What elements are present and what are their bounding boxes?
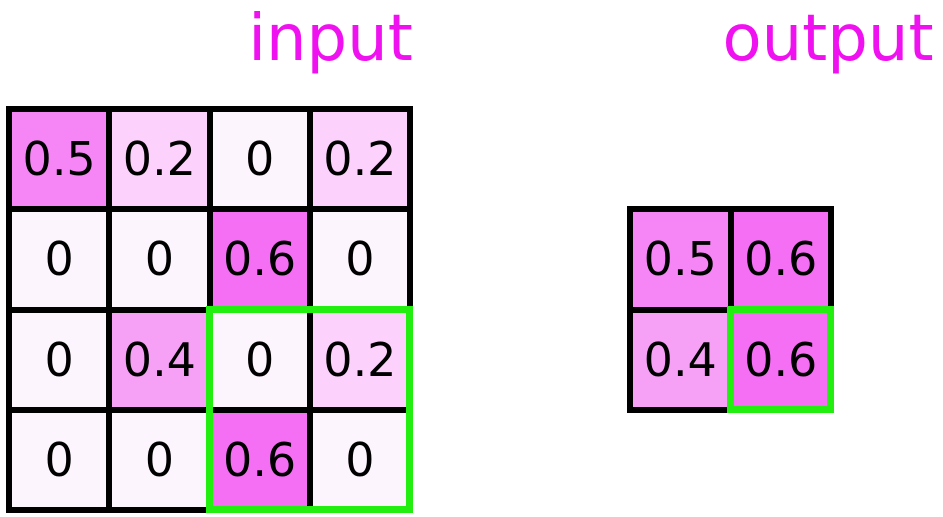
output-cell-r2c2: 0.6 <box>733 312 828 407</box>
input-title: input <box>248 2 413 76</box>
input-cell-r4c2: 0 <box>112 412 207 507</box>
input-cell-r3c4: 0.2 <box>312 312 407 407</box>
output-matrix: 0.5 0.6 0.4 0.6 <box>627 206 834 413</box>
input-cell-r4c4: 0 <box>312 412 407 507</box>
input-cell-r4c3: 0.6 <box>212 412 307 507</box>
input-cell-r3c1: 0 <box>12 312 107 407</box>
input-cell-r3c2: 0.4 <box>112 312 207 407</box>
output-cell-r1c1: 0.5 <box>633 212 728 307</box>
input-cell-r1c2: 0.2 <box>112 112 207 207</box>
input-cell-r2c2: 0 <box>112 212 207 307</box>
input-cell-r1c1: 0.5 <box>12 112 107 207</box>
input-cell-r1c3: 0 <box>212 112 307 207</box>
output-title: output <box>722 2 934 76</box>
input-cell-r1c4: 0.2 <box>312 112 407 207</box>
output-cell-r1c2: 0.6 <box>733 212 828 307</box>
input-cell-r2c3: 0.6 <box>212 212 307 307</box>
output-cell-r2c1: 0.4 <box>633 312 728 407</box>
input-cell-r2c4: 0 <box>312 212 407 307</box>
input-cell-r2c1: 0 <box>12 212 107 307</box>
input-cell-r4c1: 0 <box>12 412 107 507</box>
input-matrix: 0.5 0.2 0 0.2 0 0 0.6 0 0 0.4 0 0.2 0 0 … <box>6 106 413 513</box>
input-cell-r3c3: 0 <box>212 312 307 407</box>
